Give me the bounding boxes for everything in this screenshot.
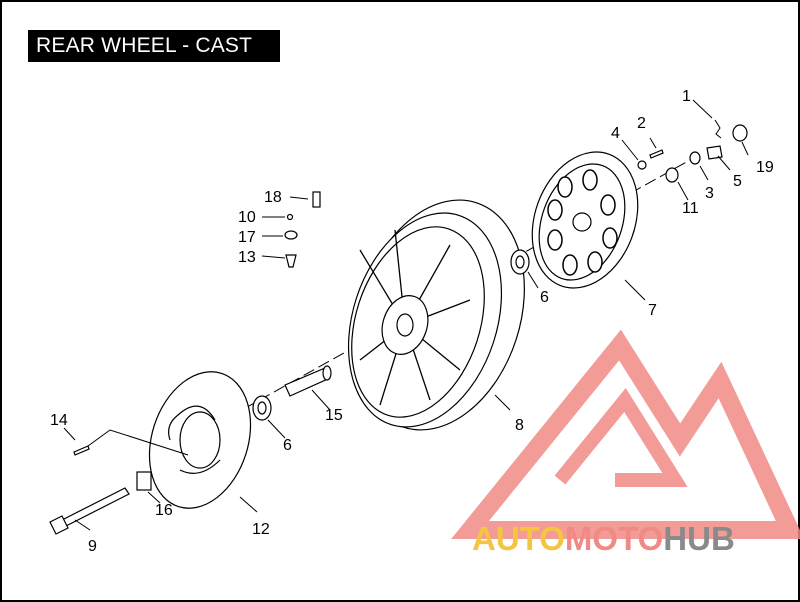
callout-9: 9 (88, 538, 97, 555)
callout-2: 2 (637, 115, 646, 132)
leader-lines (63, 99, 749, 531)
watermark-auto: AUTO (472, 520, 565, 557)
callout-11: 11 (682, 200, 699, 217)
wheel-bearing-brake-side (252, 395, 272, 421)
watermark-moto: MOTO (565, 520, 663, 557)
valve-stem-parts (284, 191, 321, 268)
pulley-hardware (637, 119, 748, 183)
callout-18: 18 (264, 189, 282, 206)
wheel-bearing-pulley-side (510, 249, 530, 275)
callout-17: 17 (238, 229, 256, 246)
watermark-hub: HUB (663, 520, 735, 557)
rotor-bolt (73, 429, 189, 456)
callout-16: 16 (155, 502, 173, 519)
diagram-title: REAR WHEEL - CAST (28, 30, 280, 62)
callout-19: 19 (756, 159, 774, 176)
brake-rotor (148, 371, 252, 509)
axle-spacer (284, 365, 332, 397)
rear-axle (49, 487, 130, 535)
callout-3: 3 (705, 185, 714, 202)
callout-13: 13 (238, 249, 256, 266)
callout-14: 14 (50, 412, 68, 429)
callout-5: 5 (733, 173, 742, 190)
rear-pulley (531, 151, 639, 289)
callout-12: 12 (252, 521, 270, 538)
watermark-text: AUTOMOTOHUB (472, 520, 735, 557)
callout-1: 1 (682, 88, 691, 105)
callout-15: 15 (325, 407, 343, 424)
callout-4: 4 (611, 125, 620, 142)
rotor-spacer (136, 471, 152, 491)
callout-10: 10 (238, 209, 256, 226)
cast-rear-wheel (347, 199, 525, 431)
watermark-logo-icon (451, 329, 800, 539)
callout-7: 7 (648, 302, 657, 319)
callout-8: 8 (515, 417, 524, 434)
callout-6-brake-side: 6 (283, 437, 292, 454)
callout-6-pulley-side: 6 (540, 289, 549, 306)
